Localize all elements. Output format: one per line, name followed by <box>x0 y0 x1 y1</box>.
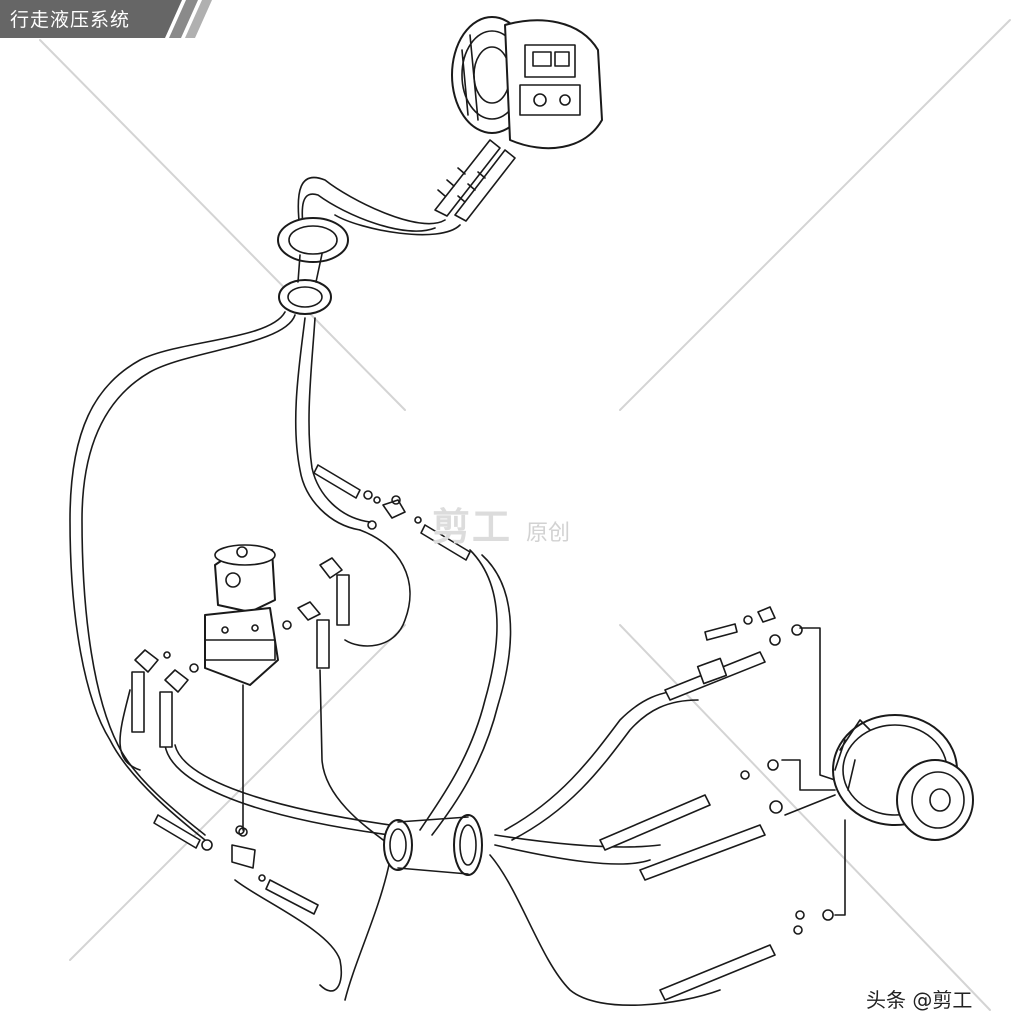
hose-lines <box>69 311 721 1006</box>
watermark-main: 剪工 <box>432 505 513 549</box>
right-side-fittings <box>599 606 846 1001</box>
watermark: 剪工原创 <box>432 496 570 551</box>
center-swivel-joint <box>204 544 279 831</box>
upper-clamps <box>277 217 349 315</box>
title-tab: 行走液压系统 <box>0 0 215 38</box>
diagram-title: 行走液压系统 <box>10 9 131 31</box>
watermark-sub: 原创 <box>526 521 571 546</box>
o-rings <box>235 495 805 920</box>
lower-left-fittings <box>153 814 319 915</box>
right-travel-motor <box>832 714 974 841</box>
top-motor-fittings <box>434 139 516 222</box>
lower-clamps <box>383 814 483 876</box>
upper-hose-bundle <box>297 176 461 236</box>
middle-connectors <box>313 464 471 561</box>
top-travel-motor <box>451 16 603 150</box>
swivel-elbow-fittings <box>131 557 350 748</box>
source-credit: 头条 @剪工 <box>866 988 973 1012</box>
title-tab-shape <box>0 0 212 38</box>
